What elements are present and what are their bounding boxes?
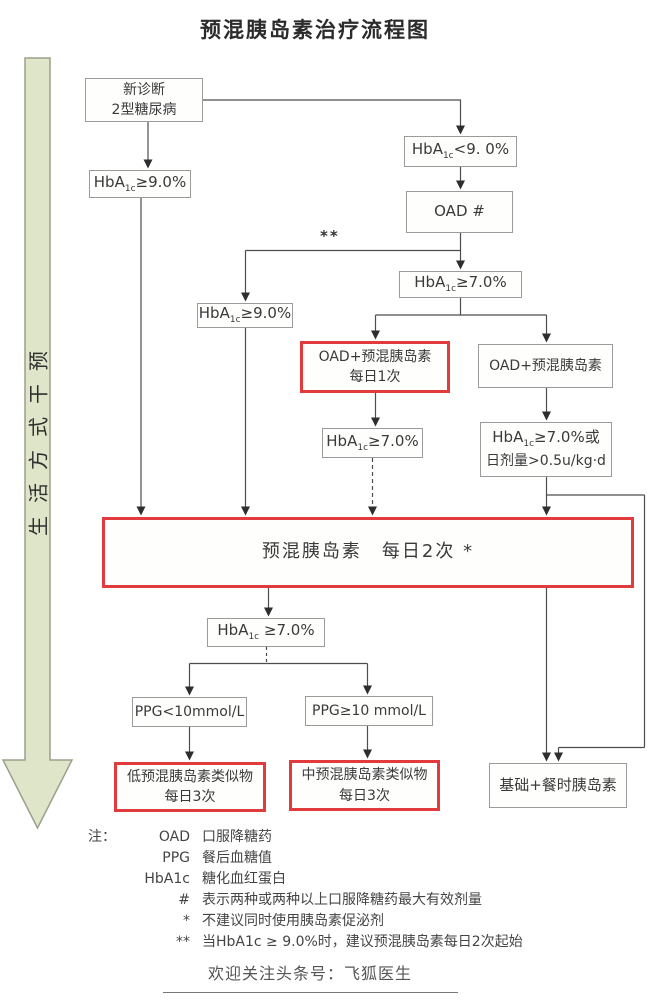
- node-label: PPG≥10 mmol/L: [312, 702, 426, 719]
- note-definition: 餐后血糖值: [202, 850, 272, 866]
- note-term: #: [178, 892, 190, 908]
- note-row: ** 当HbA1c ≥ 9.0%时，建议预混胰岛素每日2次起始: [88, 932, 558, 953]
- notes-prefix: 注：: [88, 829, 116, 845]
- node-oad: OAD #: [406, 191, 513, 233]
- node-hba1c-ge7-bottom: HbA1c ≥7.0%: [207, 618, 325, 647]
- note-row: 注： OAD 口服降糖药: [88, 827, 558, 848]
- node-line: 2型糖尿病: [111, 102, 177, 118]
- node-hba1c-ge9-mid: HbA1c≥9.0%: [197, 303, 293, 328]
- connectors: [136, 99, 646, 762]
- node-oad-premix-once-daily: OAD+预混胰岛素 每日1次: [300, 341, 450, 393]
- node-line: 每日1次: [349, 369, 401, 385]
- node-hba1c-ge7-top: HbA1c≥7.0%: [399, 271, 522, 298]
- node-ppg-lt10: PPG<10mmol/L: [132, 697, 247, 727]
- node-new-diagnosis: 新诊断 2型糖尿病: [85, 78, 203, 122]
- note-definition: 当HbA1c ≥ 9.0%时，建议预混胰岛素每日2次起始: [202, 934, 523, 950]
- node-label: HbA1c<9. 0%: [411, 140, 510, 162]
- node-line: 每日3次: [164, 789, 216, 805]
- node-label: PPG<10mmol/L: [134, 703, 245, 720]
- node-label: 预混胰岛素 每日2次 *: [261, 541, 475, 563]
- footer-text: 欢迎关注头条号：飞狐医生: [207, 964, 412, 983]
- note-term: HbA1c: [144, 871, 190, 887]
- note-term: *: [183, 913, 190, 929]
- node-line: OAD+预混胰岛素: [318, 348, 432, 365]
- node-low-premix-analog: 低预混胰岛素类似物 每日3次: [114, 762, 266, 812]
- node-hba1c-ge9-left: HbA1c≥9.0%: [89, 170, 191, 198]
- note-term: **: [176, 934, 190, 950]
- node-label: HbA1c≥7.0%: [414, 273, 507, 295]
- note-definition: 表示两种或两种以上口服降糖药最大有效剂量: [202, 892, 482, 908]
- note-definition: 糖化血红蛋白: [202, 871, 286, 887]
- node-label: OAD+预混胰岛素: [489, 357, 602, 374]
- note-definition: 口服降糖药: [202, 829, 272, 845]
- node-line: 新诊断: [123, 81, 165, 98]
- double-star-annotation: **: [320, 227, 340, 245]
- note-row: * 不建议同时使用胰岛素促泌剂: [88, 911, 558, 932]
- node-line: 中预混胰岛素类似物: [301, 767, 428, 784]
- lifestyle-intervention-label: 生活方式干预: [26, 338, 51, 536]
- node-label: HbA1c≥7.0%: [326, 431, 419, 453]
- note-row: # 表示两种或两种以上口服降糖药最大有效剂量: [88, 890, 558, 911]
- node-line: 每日3次: [339, 787, 390, 804]
- node-label: HbA1c≥9.0%: [93, 172, 187, 194]
- node-line: 低预混胰岛素类似物: [127, 768, 253, 785]
- node-hba1c-lt9: HbA1c<9. 0%: [404, 136, 517, 167]
- node-hba1c-ge7-mid: HbA1c≥7.0%: [322, 428, 423, 458]
- note-row: HbA1c 糖化血红蛋白: [88, 869, 558, 890]
- node-basal-bolus: 基础+餐时胰岛素: [489, 763, 627, 808]
- node-oad-premix: OAD+预混胰岛素: [478, 344, 613, 388]
- note-term: OAD: [158, 829, 190, 845]
- note-term: PPG: [162, 850, 190, 866]
- node-ppg-ge10: PPG≥10 mmol/L: [305, 696, 433, 726]
- note-row: PPG 餐后血糖值: [88, 848, 558, 869]
- lifestyle-arrow: [1, 57, 74, 830]
- node-label: HbA1c ≥7.0%: [217, 621, 315, 643]
- node-line: HbA1c≥7.0%或: [492, 428, 600, 450]
- node-line: 日剂量>0.5u/kg·d: [486, 453, 606, 470]
- note-definition: 不建议同时使用胰岛素促泌剂: [202, 913, 384, 929]
- page-title: 预混胰岛素治疗流程图: [200, 18, 430, 42]
- node-hba1c-ge7-or-dose: HbA1c≥7.0%或 日剂量>0.5u/kg·d: [480, 422, 612, 477]
- node-label: OAD #: [434, 202, 485, 221]
- node-mid-premix-analog: 中预混胰岛素类似物 每日3次: [289, 760, 440, 811]
- node-label: HbA1c≥9.0%: [198, 304, 292, 326]
- node-premix-twice-daily: 预混胰岛素 每日2次 *: [102, 517, 634, 588]
- notes-section: 注： OAD 口服降糖药 PPG 餐后血糖值 HbA1c 糖化血红蛋白 # 表示…: [88, 827, 558, 953]
- node-label: 基础+餐时胰岛素: [499, 775, 617, 794]
- footer-divider: [163, 992, 458, 993]
